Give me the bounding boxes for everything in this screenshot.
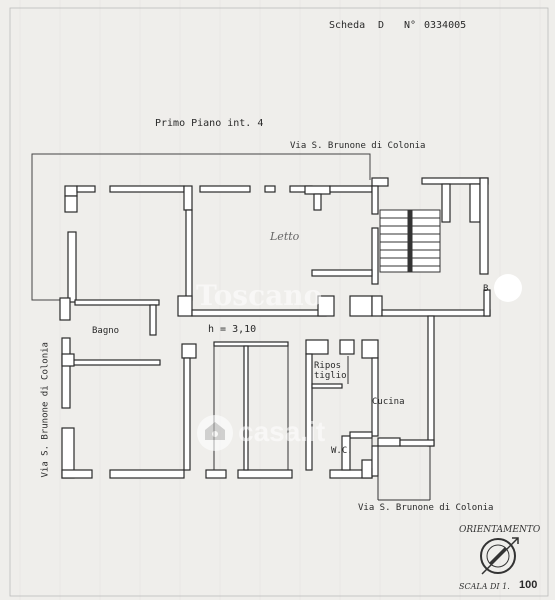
street-left: Via S. Brunone di Colonia: [40, 342, 51, 478]
room-ripostiglio-1: Ripos: [314, 361, 342, 371]
room-wc: W.C.: [331, 446, 353, 456]
number-label: N°: [404, 20, 417, 31]
street-top: Via S. Brunone di Colonia: [290, 141, 426, 151]
sheet-number: 0334005: [424, 20, 467, 31]
floor-title: Primo Piano int. 4: [155, 118, 264, 129]
room-bagno: Bagno: [92, 326, 120, 336]
orientation-label: ORIENTAMENTO: [459, 525, 541, 535]
room-partial-label: B: [483, 284, 489, 294]
street-bottom: Via S. Brunone di Colonia: [358, 503, 494, 513]
ceiling-height: h = 3,10: [208, 324, 257, 335]
room-letto: Letto: [270, 230, 300, 243]
scale-value: 100: [519, 579, 538, 591]
scheda-letter: D: [378, 20, 385, 31]
watermark-right-text: casa.it: [238, 416, 326, 447]
watermark-left-text: Toscano: [196, 279, 323, 312]
staircase: [379, 209, 441, 273]
room-ripostiglio-2: tiglio: [314, 371, 347, 381]
marker-dot: [494, 274, 522, 302]
scheda-label: Scheda: [329, 20, 366, 31]
room-cucina: Cucina: [372, 397, 405, 407]
sheet-border: [9, 7, 549, 597]
walls: [59, 177, 491, 479]
north-arrow-icon: [480, 537, 519, 575]
watermark-house-icon: [197, 415, 233, 451]
balcony-outline: [31, 153, 371, 301]
scale-label: SCALA DI 1.: [459, 582, 510, 591]
